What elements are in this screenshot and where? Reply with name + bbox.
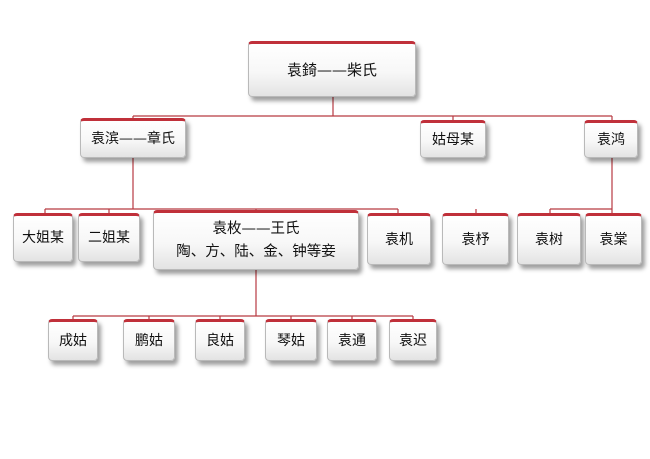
connector-group [44,97,613,319]
node-label-concubines: 陶、方、陆、金、钟等妾 [176,244,336,260]
node-yuanbin: 袁滨——章氏 [80,118,186,158]
node-root-yuanqi: 袁錡——柴氏 [248,41,416,97]
node-label: 袁迟 [399,332,427,349]
node-label: 袁树 [535,231,563,248]
node-label: 姑母某 [432,131,474,148]
node-penggu: 鹏姑 [123,319,175,361]
node-label: 袁通 [338,332,366,349]
node-label: 袁滨——章氏 [91,130,175,147]
conn-yuanhong-children [549,158,613,213]
node-label: 袁棠 [599,231,628,248]
node-label: 良姑 [206,332,234,349]
conn-root-gen2 [132,97,613,120]
node-label: 袁錡——柴氏 [286,61,377,79]
node-erjie: 二姐某 [78,213,140,262]
node-label: 琴姑 [277,332,305,349]
node-qingu: 琴姑 [265,319,317,361]
node-yuanji: 袁机 [367,213,431,265]
node-gumu: 姑母某 [420,120,486,158]
node-yuanchi: 袁迟 [389,319,437,361]
node-label: 袁机 [385,231,413,248]
node-label: 二姐某 [88,230,130,247]
node-yuanzhu: 袁杼 [442,213,509,265]
node-label: 袁鸿 [597,131,625,148]
node-chenggu: 成姑 [48,319,98,361]
conn-yuanbin-children [44,158,399,213]
node-yuantong: 袁通 [327,319,377,361]
node-label: 鹏姑 [135,332,163,349]
node-lianggu: 良姑 [195,319,245,361]
node-yuanhong: 袁鸿 [584,120,638,158]
node-label: 袁杼 [461,231,490,248]
node-yuanshu: 袁树 [517,213,581,265]
node-label: 成姑 [59,332,87,349]
conn-yuanmei-children [72,270,414,319]
node-dajie: 大姐某 [13,213,73,262]
node-yuantang: 袁棠 [585,213,642,265]
node-label: 袁枚——王氏 [212,220,300,237]
node-yuanmei: 袁枚——王氏 陶、方、陆、金、钟等妾 [153,210,359,270]
node-label: 大姐某 [22,230,64,247]
